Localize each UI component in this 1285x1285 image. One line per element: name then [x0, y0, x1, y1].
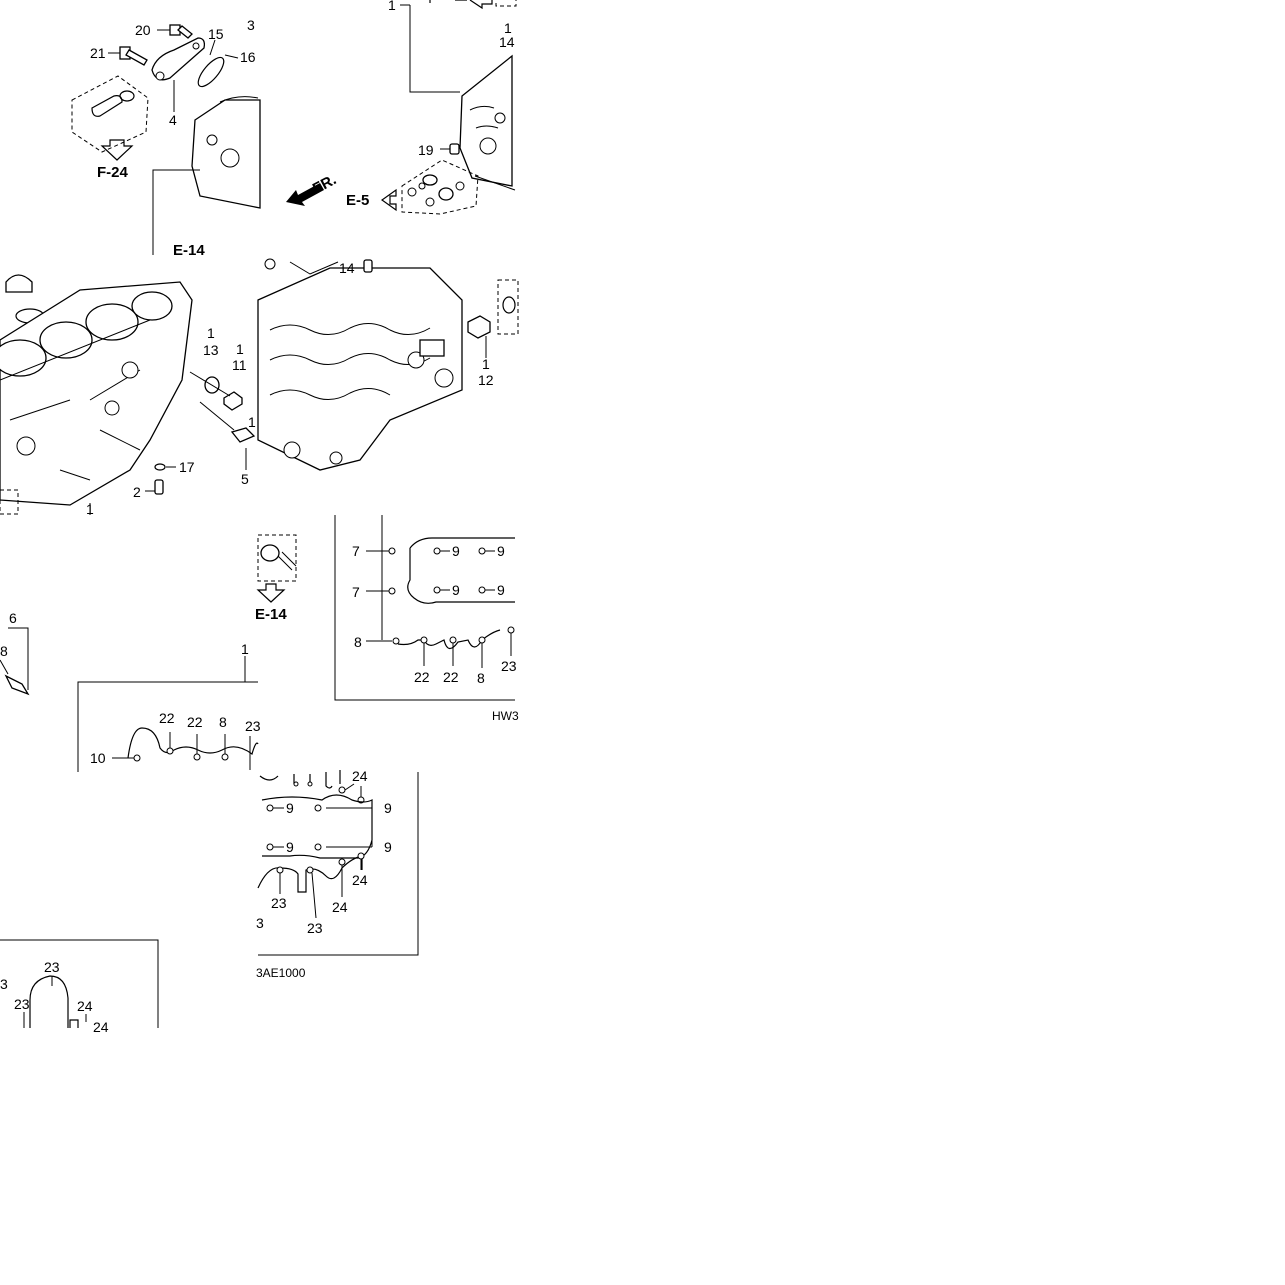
label-part-22-r2: 22 — [443, 669, 459, 685]
label-part-16: 16 — [240, 49, 256, 65]
label-part-23-r: 23 — [501, 658, 517, 674]
tile-bolt-pattern-right — [334, 515, 515, 701]
label-part-9-c: 9 — [452, 582, 460, 598]
tile-sensor — [0, 627, 30, 696]
label-part-24-b: 24 — [352, 872, 368, 888]
label-part-9-e: 9 — [286, 800, 294, 816]
tile-bolt-pattern-bottom-left — [0, 939, 159, 1028]
label-part-3-cut: 3 — [256, 915, 264, 931]
label-part-3-bl: 3 — [0, 976, 8, 992]
label-part-12-b: 12 — [478, 372, 494, 388]
label-part-7-b: 7 — [352, 584, 360, 600]
tile-cylinder-block — [0, 274, 256, 515]
label-part-24-c: 24 — [332, 899, 348, 915]
label-part-8-r2: 8 — [477, 670, 485, 686]
label-part-9-f: 9 — [384, 800, 392, 816]
label-part-19: 19 — [418, 142, 434, 158]
label-part-23-bl2: 23 — [14, 996, 30, 1012]
label-part-10: 10 — [90, 750, 106, 766]
label-part-20: 20 — [135, 22, 151, 38]
label-part-1-top: 1 — [388, 0, 396, 13]
label-part-24-bl: 24 — [77, 998, 93, 1014]
label-part-1-bottom: 1 — [86, 501, 94, 517]
label-part-13-b: 13 — [203, 342, 219, 358]
label-part-14-top-a: 1 — [504, 20, 512, 36]
label-ref-f24: F-24 — [97, 164, 129, 181]
label-part-9-d: 9 — [497, 582, 505, 598]
hollow-arrow-icon — [100, 139, 134, 161]
label-part-3: 3 — [247, 17, 255, 33]
label-part-9-a: 9 — [452, 543, 460, 559]
tile-lower-block-top — [286, 0, 517, 215]
fr-arrow-icon — [286, 183, 324, 206]
label-diagram-code-bottom: 3AE1000 — [256, 966, 306, 980]
label-part-9-b: 9 — [497, 543, 505, 559]
label-part-23-bl1: 23 — [44, 959, 60, 975]
label-part-8-l: 8 — [219, 714, 227, 730]
label-part-13-a: 1 — [207, 325, 215, 341]
label-part-1-b: 1 — [241, 641, 249, 657]
tile-bolt-pattern-left — [77, 656, 259, 772]
label-part-17: 17 — [179, 459, 195, 475]
label-part-24-a: 24 — [352, 768, 368, 784]
label-ref-e5: E-5 — [346, 192, 369, 209]
hollow-arrow-icon — [469, 0, 493, 10]
tile-bolt-pattern-bottom — [257, 770, 419, 956]
label-part-1-dup: 1 — [248, 414, 256, 430]
tile-oil-filter-assembly — [71, 24, 261, 255]
tile-lower-block — [257, 258, 519, 471]
label-part-14-top-b: 14 — [499, 34, 515, 50]
label-part-9-g: 9 — [286, 839, 294, 855]
label-ref-e14-mid: E-14 — [173, 242, 205, 259]
label-part-23-l: 23 — [245, 718, 261, 734]
label-part-12-a: 1 — [482, 356, 490, 372]
label-part-22-l2: 22 — [187, 714, 203, 730]
label-part-7-a: 7 — [352, 543, 360, 559]
hollow-arrow-icon — [256, 583, 286, 603]
callout-labels: 20 21 15 16 3 4 F-24 1 1 14 19 FR. E-5 E… — [0, 0, 519, 1035]
label-diagram-code-right: HW3 — [492, 709, 519, 723]
label-part-15: 15 — [208, 26, 224, 42]
label-part-23-c: 23 — [271, 895, 287, 911]
hollow-arrow-icon — [380, 188, 397, 212]
label-part-11-b: 11 — [232, 357, 247, 373]
label-part-22-r1: 22 — [414, 669, 430, 685]
label-part-24-bl2: 24 — [93, 1019, 109, 1035]
label-part-2: 2 — [133, 484, 141, 500]
label-part-11-a: 1 — [236, 341, 244, 357]
label-part-5: 5 — [241, 471, 249, 487]
label-part-14-mid: 14 — [339, 260, 355, 276]
label-part-9-h: 9 — [384, 839, 392, 855]
label-part-21: 21 — [90, 45, 106, 61]
label-part-6: 6 — [9, 610, 17, 626]
tile-e14-callout — [256, 534, 297, 603]
label-part-22-l1: 22 — [159, 710, 175, 726]
label-part-8-left: 8 — [0, 643, 8, 659]
label-part-4: 4 — [169, 112, 177, 128]
label-ref-e14-low: E-14 — [255, 606, 287, 623]
label-part-23-d: 23 — [307, 920, 323, 936]
label-part-8-right: 8 — [354, 634, 362, 650]
